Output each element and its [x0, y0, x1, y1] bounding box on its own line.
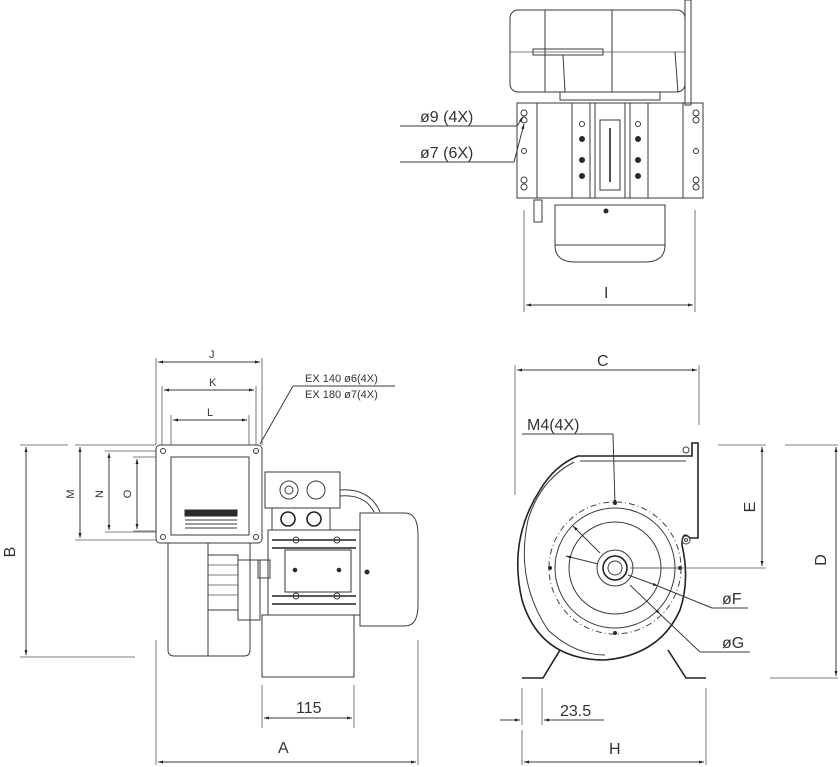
dim-N-label: N [94, 490, 106, 498]
dimensions-JKL: J K L [155, 349, 263, 445]
motor-end-top [533, 197, 667, 263]
note-ex140: EX 140 ø6(4X) [305, 373, 378, 385]
dim-K-label: K [209, 377, 217, 389]
outlet-flange [155, 444, 263, 544]
dim-F-label: øF [722, 591, 742, 608]
dim-C-label: C [597, 353, 609, 370]
motor-body-top [509, 0, 692, 106]
dimension-23-5: 23.5 [500, 688, 604, 725]
m4-label: M4(4X) [527, 417, 579, 434]
note-ex180: EX 180 ø7(4X) [305, 389, 378, 401]
front-view: C M4(4X) E D øF øG [500, 353, 838, 765]
dim-G-label: øG [722, 635, 744, 652]
dimension-E: E [632, 444, 766, 569]
diameter-arrows [565, 525, 661, 615]
housing-top [516, 102, 704, 199]
dim-B-label: B [2, 547, 19, 558]
dim-E-label: E [742, 502, 759, 513]
m4-callout: M4(4X) [522, 417, 617, 506]
hole-7-callout: ø7 (6X) [420, 145, 473, 162]
dimension-A: A [155, 640, 419, 765]
dim-I-label: I [604, 285, 608, 302]
dim-M-label: M [65, 489, 77, 498]
dim-H-label: H [609, 741, 621, 758]
dimension-C: C [514, 353, 700, 495]
dim-D-label: D [813, 554, 830, 566]
dim-J-label: J [209, 349, 215, 361]
scroll-casing [516, 442, 699, 661]
dimensions-MNO: M N O [65, 444, 156, 541]
dim-115-label: 115 [296, 700, 322, 717]
dimension-I: I [523, 210, 696, 312]
motor-side [257, 471, 419, 678]
flange-hole-note: EX 140 ø6(4X) EX 180 ø7(4X) [259, 373, 395, 445]
dim-O-label: O [122, 489, 134, 498]
dimension-115: 115 [261, 685, 355, 728]
dim-A-label: A [278, 740, 289, 757]
dimension-H: H [521, 688, 707, 765]
blower-housing-side [167, 543, 261, 657]
dimension-B: B [2, 444, 135, 658]
mounting-feet [522, 649, 706, 679]
side-view: J K L EX 140 ø6(4X) EX 180 ø7(4X) M [2, 349, 419, 765]
dim-23-5-label: 23.5 [560, 703, 591, 720]
hole-9-callout: ø9 (4X) [420, 109, 473, 126]
hole-callouts: ø9 (4X) ø7 (6X) [400, 109, 525, 163]
top-view: ø9 (4X) ø7 (6X) I [400, 0, 704, 312]
dimension-D: D [770, 444, 838, 679]
diameter-callouts: øF øG [657, 585, 750, 653]
dim-L-label: L [207, 407, 213, 419]
